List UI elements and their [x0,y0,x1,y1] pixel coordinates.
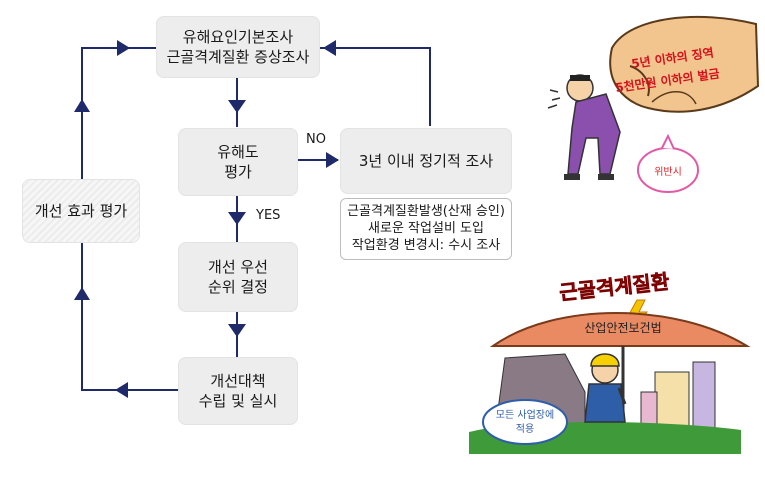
arrow-down-1 [228,100,246,113]
yes-label: YES [256,208,281,223]
priority-box: 개선 우선 순위 결정 [178,242,298,312]
no-label: NO [306,132,326,147]
arrow-up-2 [74,287,90,300]
measure-box: 개선대책 수립 및 실시 [178,357,298,425]
violation-bubble-text: 위반시 [654,165,682,178]
penalty-illustration: 위반시 5년 이하의 징역 5천만원 이하의 벌금 [547,15,760,193]
arrow-right-top [117,40,130,56]
hazard-evaluation-box: 유해도 평가 [178,128,298,196]
evaluation-box: 개선 효과 평가 [22,179,140,243]
arrow-down-3 [228,324,246,337]
umbrella-illustration: 근골격계질환 산업안전보건법 모든 사업장에 적용 [469,269,751,454]
arrow-up-1 [74,99,90,112]
all-workplaces-bubble-line1: 모든 사업장에 [496,408,554,421]
all-workplaces-bubble-line2: 적용 [516,423,534,435]
arrow-right-no [326,152,339,168]
survey-box: 유해요인기본조사 근골격계질환 증상조사 [156,16,320,78]
occasional-survey-note: 근골격계질환발생(산재 승인) 새로운 작업설비 도입 작업환경 변경시: 수시… [340,198,512,260]
arrow-left-bottom [115,382,128,398]
arrow-down-2 [228,212,246,225]
disease-title-text: 근골격계질환 [558,269,671,304]
regular-survey-box: 3년 이내 정기적 조사 [340,128,512,194]
arrow-left-loop [323,40,336,56]
umbrella-law-text: 산업안전보건법 [584,321,661,335]
